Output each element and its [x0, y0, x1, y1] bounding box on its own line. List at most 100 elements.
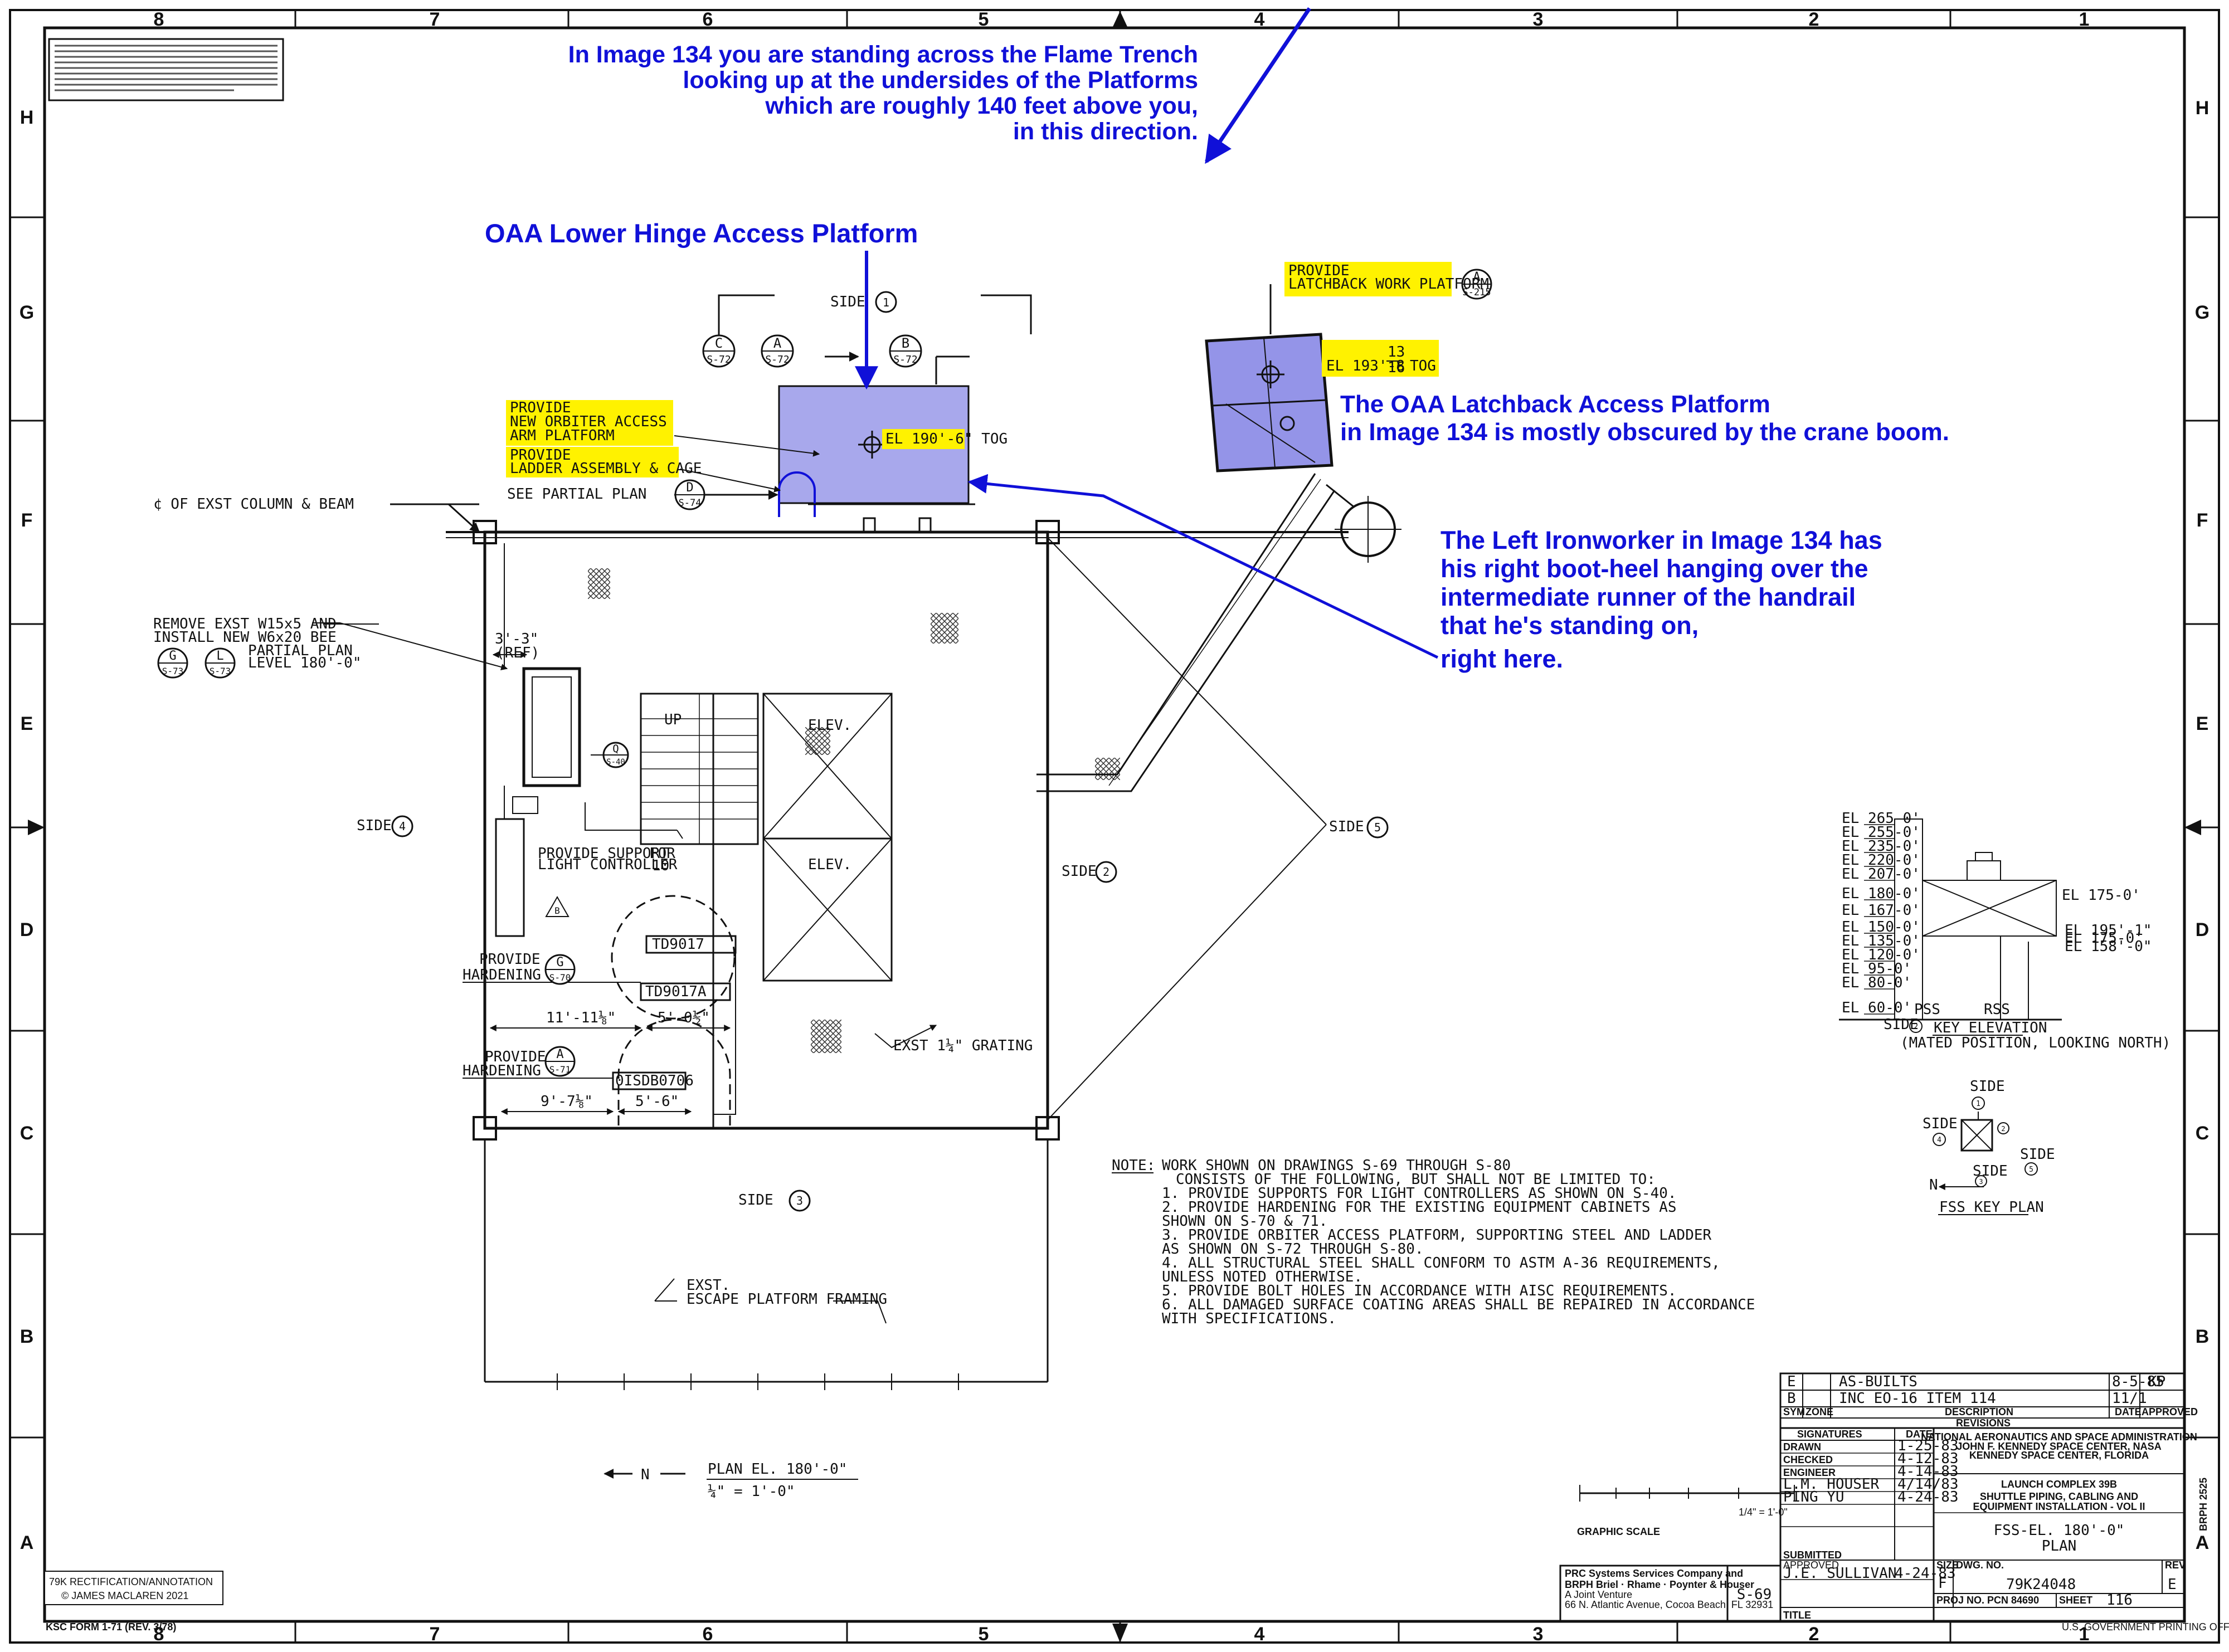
- svg-text:SIDE: SIDE: [1884, 1016, 1919, 1033]
- triangle-b-mark: B: [545, 895, 570, 917]
- zone-rowr-c: C: [2196, 1123, 2209, 1144]
- svg-text:EXST.: EXST.: [687, 1277, 730, 1294]
- svg-text:A: A: [773, 335, 782, 351]
- zone-row-f: F: [21, 510, 33, 531]
- svg-text:EL 220-0': EL 220-0': [1842, 852, 1920, 869]
- svg-text:his right boot-heel hanging ov: his right boot-heel hanging over the: [1440, 554, 1868, 583]
- svg-text:EQUIPMENT INSTALLATION - VOL I: EQUIPMENT INSTALLATION - VOL II: [1973, 1501, 2145, 1512]
- cl-column-beam: ¢ OF EXST COLUMN & BEAM: [153, 496, 354, 513]
- svg-text:SYM: SYM: [1783, 1406, 1805, 1417]
- svg-text:4-24-83: 4-24-83: [1895, 1565, 1956, 1582]
- hardening-a: PROVIDE HARDENING A S-71: [463, 1046, 613, 1079]
- cabinet-td9017a-label: TD9017A: [645, 983, 707, 1000]
- svg-text:WITH SPECIFICATIONS.: WITH SPECIFICATIONS.: [1162, 1310, 1336, 1327]
- svg-text:10: 10: [652, 857, 669, 874]
- zone-colb-3: 3: [1533, 1624, 1544, 1645]
- svg-text:KSC FORM 1-71 (REV. 3/78): KSC FORM 1-71 (REV. 3/78): [46, 1621, 176, 1632]
- svg-text:SIDE: SIDE: [357, 817, 392, 834]
- svg-text:right here.: right here.: [1440, 645, 1563, 673]
- svg-text:CONSISTS OF THE FOLLOWING, BUT: CONSISTS OF THE FOLLOWING, BUT SHALL NOT…: [1176, 1171, 1656, 1188]
- zone-row-g: G: [20, 302, 34, 323]
- svg-text:SIDE: SIDE: [830, 294, 865, 310]
- svg-text:DATE: DATE: [2115, 1406, 2142, 1417]
- svg-text:NEW ORBITER ACCESS: NEW ORBITER ACCESS: [510, 413, 667, 430]
- svg-text:PLAN: PLAN: [2042, 1538, 2077, 1554]
- svg-text:L: L: [216, 649, 223, 663]
- dim-ref: (REF): [496, 645, 539, 661]
- svg-text:79K24048: 79K24048: [2006, 1576, 2076, 1593]
- cabinet-td9017a: [640, 982, 731, 1001]
- svg-text:REV: REV: [2165, 1560, 2186, 1571]
- svg-text:LADDER ASSEMBLY & CAGE: LADDER ASSEMBLY & CAGE: [510, 460, 702, 477]
- svg-text:KENNEDY SPACE CENTER, FLORIDA: KENNEDY SPACE CENTER, FLORIDA: [1969, 1450, 2149, 1461]
- svg-text:SHEET: SHEET: [2059, 1595, 2092, 1606]
- svg-text:4-12-83: 4-12-83: [1897, 1450, 1959, 1467]
- zone-colb-5: 5: [979, 1624, 989, 1645]
- zone-col-1: 1: [2079, 9, 2090, 30]
- zone-row-h: H: [20, 107, 34, 128]
- svg-text:D: D: [686, 481, 693, 495]
- svg-text:that he's standing on,: that he's standing on,: [1440, 611, 1698, 640]
- svg-text:1/4" = 1'-0": 1/4" = 1'-0": [1739, 1507, 1788, 1518]
- svg-text:SIDE: SIDE: [2020, 1146, 2055, 1163]
- dim-5a: 5'-0½": [658, 1010, 710, 1026]
- svg-text:PSS: PSS: [1914, 1001, 1940, 1018]
- svg-text:TOG: TOG: [1410, 358, 1436, 374]
- provide-support-note: PROVIDE SUPPORT LIGHT CONTROLLER FOR 10: [538, 802, 683, 874]
- svg-text:11/1: 11/1: [2112, 1390, 2147, 1407]
- svg-text:SIDE: SIDE: [1923, 1115, 1958, 1132]
- leader-orbiter: [674, 435, 820, 457]
- svg-text:4-24-83: 4-24-83: [1897, 1489, 1959, 1505]
- svg-text:4. ALL STRUCTURAL STEEL SHALL: 4. ALL STRUCTURAL STEEL SHALL CONFORM TO…: [1162, 1255, 1720, 1271]
- svg-text:S-71: S-71: [549, 1064, 571, 1075]
- svg-text:EL 207-0': EL 207-0': [1842, 866, 1920, 883]
- side-3-label: SIDE 3: [738, 1190, 811, 1212]
- bubble-c: C S-72: [702, 334, 736, 368]
- zone-colb-4: 4: [1254, 1624, 1265, 1645]
- svg-text:5: 5: [2029, 1166, 2033, 1174]
- svg-text:NOTE:: NOTE:: [1112, 1157, 1155, 1174]
- svg-text:ZONE: ZONE: [1805, 1406, 1833, 1417]
- svg-text:SIGNATURES: SIGNATURES: [1797, 1429, 1862, 1440]
- svg-text:S-74: S-74: [679, 498, 702, 509]
- zone-rowr-d: D: [2196, 919, 2209, 940]
- svg-text:E: E: [2168, 1576, 2177, 1593]
- svg-text:S-69: S-69: [1737, 1586, 1772, 1603]
- zone-col-7: 7: [430, 9, 440, 30]
- highlight-ladder: PROVIDE LADDER ASSEMBLY & CAGE: [506, 447, 702, 477]
- elev-2-label: ELEV.: [808, 856, 851, 873]
- svg-text:EL 190'-6" TOG: EL 190'-6" TOG: [885, 431, 1008, 447]
- svg-text:2: 2: [1103, 865, 1109, 879]
- svg-text:S-72: S-72: [765, 354, 789, 366]
- svg-text:EL 255-0': EL 255-0': [1842, 824, 1920, 841]
- svg-text:FOR: FOR: [649, 845, 675, 862]
- svg-text:S-73: S-73: [210, 666, 231, 676]
- svg-text:S-70: S-70: [549, 972, 571, 983]
- svg-text:SIZE: SIZE: [1936, 1560, 1959, 1571]
- svg-text:1-25-83: 1-25-83: [1897, 1437, 1959, 1454]
- elev-1-label: ELEV.: [808, 717, 851, 734]
- zone-rowr-f: F: [2197, 510, 2208, 531]
- leader-ladder: [679, 469, 781, 493]
- svg-text:B: B: [554, 905, 560, 916]
- cabinet-td9017-label: TD9017: [652, 936, 704, 953]
- svg-text:LEVEL 180'-0": LEVEL 180'-0": [248, 655, 362, 671]
- svg-text:SHOWN ON S-70 & 71.: SHOWN ON S-70 & 71.: [1162, 1213, 1327, 1230]
- latchback-platform: [1205, 333, 1333, 472]
- svg-text:EL 60-0': EL 60-0': [1842, 1000, 1911, 1016]
- zone-row-b: B: [20, 1326, 34, 1347]
- svg-text:¼" = 1'-0": ¼" = 1'-0": [708, 1483, 795, 1500]
- svg-text:SHUTTLE PIPING, CABLING AND: SHUTTLE PIPING, CABLING AND: [1980, 1491, 2138, 1502]
- title-block-frame: [1559, 1427, 2186, 1622]
- svg-text:2. PROVIDE HARDENING FOR THE E: 2. PROVIDE HARDENING FOR THE EXISTING EQ…: [1162, 1199, 1677, 1216]
- svg-text:in this direction.: in this direction.: [1013, 118, 1198, 145]
- revisions-table: [1779, 1372, 2186, 1429]
- grating-patches: [588, 568, 1120, 1053]
- svg-text:EL 120-0': EL 120-0': [1842, 947, 1920, 963]
- svg-text:S-73: S-73: [162, 666, 184, 676]
- svg-text:G: G: [169, 649, 176, 663]
- svg-text:5. PROVIDE BOLT HOLES IN ACCOR: 5. PROVIDE BOLT HOLES IN ACCORDANCE WITH…: [1162, 1283, 1677, 1299]
- svg-text:BRPH 2525: BRPH 2525: [2198, 1478, 2209, 1531]
- zone-colb-7: 7: [430, 1624, 440, 1645]
